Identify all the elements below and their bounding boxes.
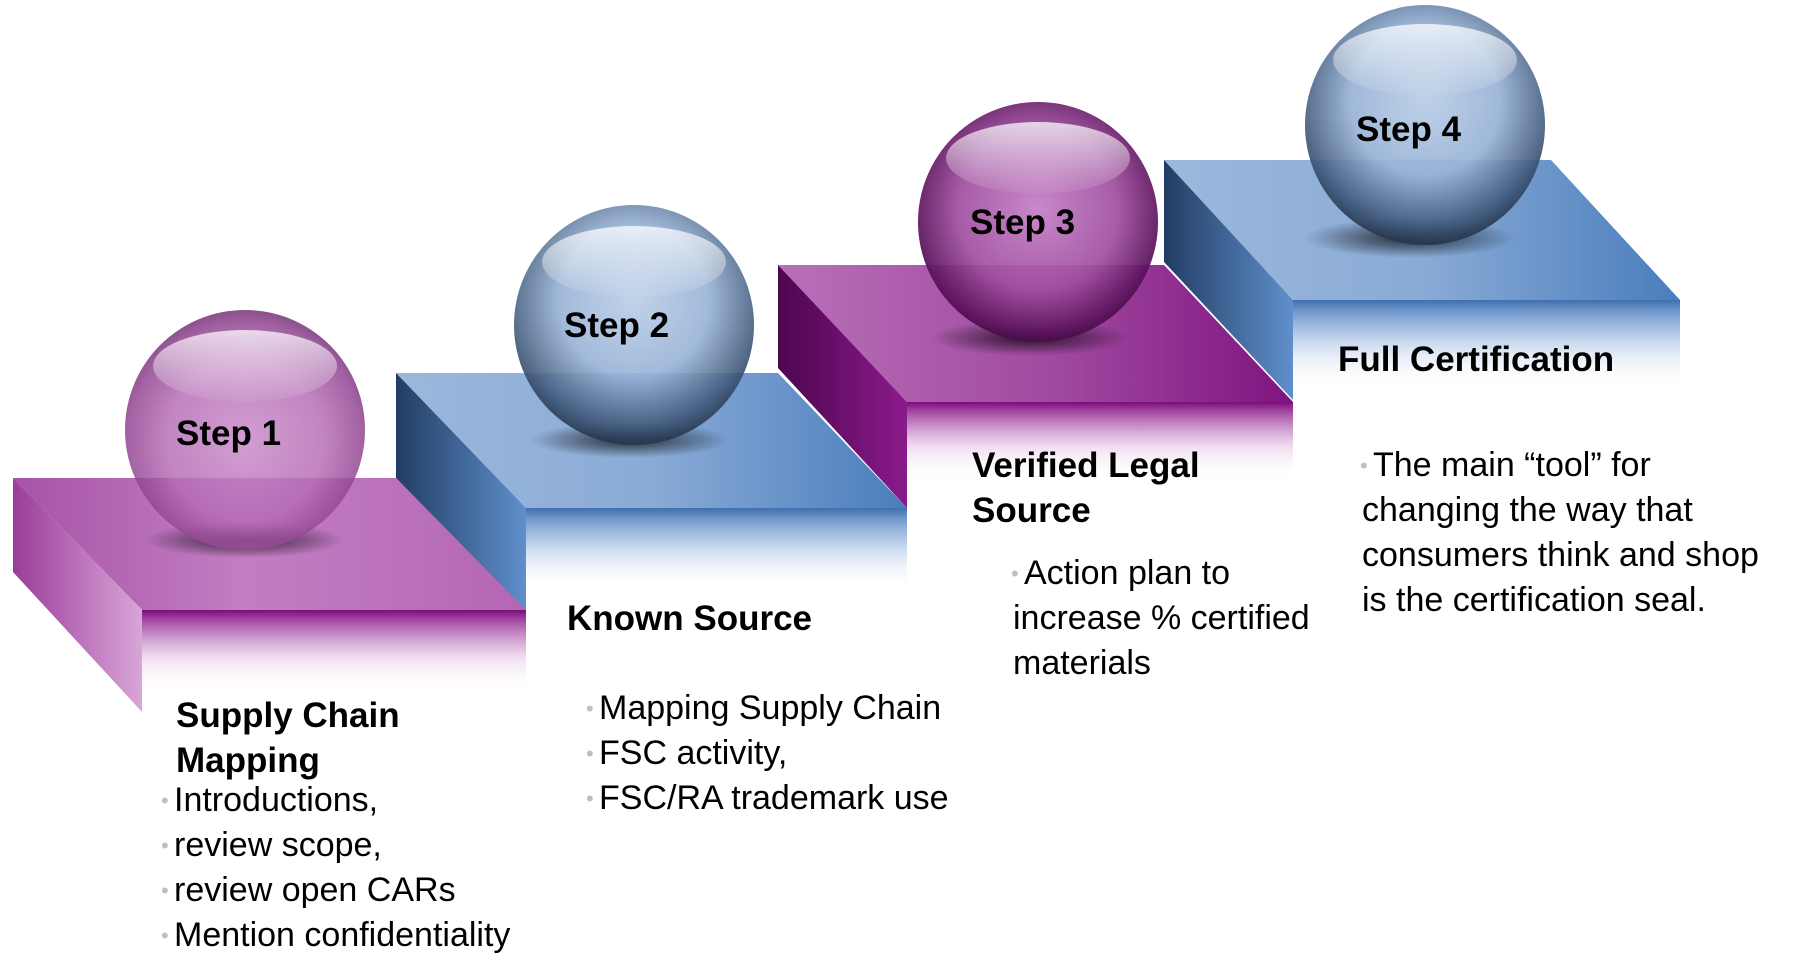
list-item: materials [1013,644,1151,682]
step-2-title-line: Known Source [567,599,813,638]
list-item: FSC/RA trademark use [586,776,949,821]
step-3-bullet-list: Action plan to increase % certified mate… [1011,551,1310,686]
list-item: The main “tool” for [1360,443,1759,488]
step-3-orb [918,102,1158,342]
step-3-title-line: Verified Legal [972,446,1200,485]
step-4-title: Full Certification [1338,337,1614,382]
list-item: FSC activity, [586,731,949,776]
step-4-title-line: Full Certification [1338,340,1615,379]
list-item: increase % certified [1013,599,1310,637]
step-4-orb-label: Step 4 [1356,110,1462,149]
step-1-orb-label: Step 1 [176,414,282,453]
list-item: Mapping Supply Chain [586,686,949,731]
step-4-block [1164,160,1680,410]
step-1-title: Supply Chain Mapping [176,693,400,783]
step-3-title-line: Source [972,491,1091,530]
step-1-title-line: Supply Chain [176,696,400,735]
list-item: Action plan to [1011,551,1310,596]
step-3-block [778,265,1293,508]
step-4-bullet-list: The main “tool” for changing the way tha… [1360,443,1759,623]
step-2-orb-label: Step 2 [564,306,670,345]
step-1-bullet-list: Introductions, review scope, review open… [161,778,510,958]
list-item: review scope, [161,823,510,868]
step-3-orb-label: Step 3 [970,203,1076,242]
list-item: is the certification seal. [1362,581,1706,619]
step-2-title: Known Source [567,596,812,641]
step-2-orb [514,205,754,445]
step-3-title: Verified Legal Source [972,443,1200,533]
list-item: Introductions, [161,778,510,823]
list-item: review open CARs [161,868,510,913]
list-item: consumers think and shop [1362,536,1759,574]
list-item: Mention confidentiality [161,913,510,958]
step-2-bullet-list: Mapping Supply Chain FSC activity, FSC/R… [586,686,949,821]
step-1-title-line: Mapping [176,741,320,780]
step-1-orb [125,310,365,550]
step-4-orb [1305,5,1545,245]
list-item: changing the way that [1362,491,1693,529]
